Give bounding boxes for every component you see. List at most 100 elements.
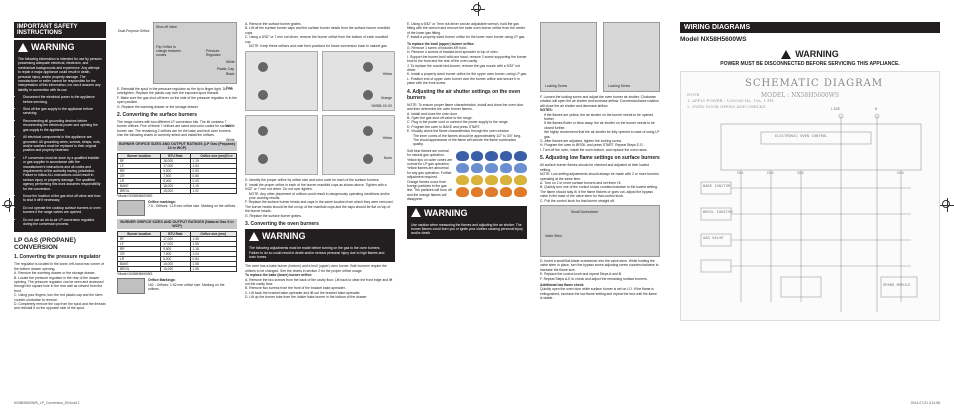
steps-e-g: E. Reinstall the spud in the pressure re… [117,87,237,109]
subsection-2-body: The range comes with two different LP co… [117,120,232,138]
warning-bullet: Shut off the gas supply to the appliance… [23,107,102,116]
body-line: F. Replace the surface burner heads and … [245,200,394,214]
note-line: NOTE: Any other placement of orifices co… [249,191,390,201]
body-line: G. Replace the surface burner grates. [245,213,302,218]
subsection-1-body: The regulator is located in the lower, l… [14,262,106,310]
callout-label: Shut-off Valve [156,25,177,29]
orifice-markings-desc: 162 - Orifices: 1.62 mm orifice size. Ma… [147,282,225,292]
subsection-5-title: 5. Adjusting low flame settings on surfa… [540,155,660,162]
burner-icon [258,90,268,101]
schematic-label: CN4 [897,172,904,176]
body-line: C. Using a 9/32" or 7 mm nut driver, rem… [245,35,388,44]
body-line: G. After flames are adjusted, tighten th… [540,139,622,144]
orifice-image [117,200,145,217]
body-line: F. Repeat Steps A-E to check and adjust … [540,276,648,281]
footer-timestamp: 2014-07-01 3:11:58 [910,401,940,405]
flame-icon [470,162,484,173]
orifice-markings-title: Orifice Markings: [147,278,176,283]
column-oven-burners: E. Using a 9/32" or 7mm nut driver and a… [407,22,527,239]
flame-row [456,162,527,173]
warning-bullet: Disconnect the electrical power to the a… [23,95,102,104]
body-line: L. Position end of upper oven burner ove… [407,76,520,86]
callout-label: White [226,60,235,65]
schematic-label: SPARK MODULE [883,284,911,288]
orifice-markings-text: Orifice markings: 7.5 - Orifices: 1.19 m… [148,200,236,216]
orifice-markings-desc: 7.5 - Orifices: 1.19 mm orifice size. Ma… [148,204,237,209]
burner-photo-right: Locking Screw [603,22,660,92]
steps-d-g: D. Identify the proper orifice by orific… [245,178,395,218]
callout-label: Flip Orifice to change between modes [156,45,181,57]
flame-icon [485,162,498,173]
note-line: If the flames are yellow, the air shutte… [544,112,654,122]
warning-bullet: LP conversion must be done by a qualifie… [23,156,102,191]
cooktop-photo-right-2: Yellow None [322,115,395,176]
flame-icon [456,162,469,173]
schematic-note: 1. APPLY POWER : 120V/60 Hz, 15A, 1 PH [687,98,774,103]
broil-subtitle: To replace the broil (upper) burner orif… [407,41,475,46]
flame-icon [499,150,513,161]
callout-label: None [383,156,392,161]
schematic-note: NOTE [687,92,700,97]
body-line: H. Program the oven to BROIL and press S… [540,143,644,148]
table-cell: BROIL [116,187,162,194]
model-number: Model NX58H5600WS [680,36,747,43]
flame-icon [470,174,484,185]
wiring-warning: WARNING [680,49,940,59]
additional-check-body: Quickly open the oven door while surface… [540,287,657,301]
flame-icon [456,150,469,161]
burner-photo-left: Locking Screw [540,22,597,92]
column-orifices: Dual-Purpose Orifice Shut-off Valve Flip… [116,22,238,295]
body-line: E. Replace the control knob and repeat S… [540,272,622,277]
subsection-4-title: 4. Adjusting the air shutter settings on… [407,88,521,101]
flame-note: Orange flames occur from foreign particl… [407,179,452,202]
notes-list: If the flames are yellow, the air shutte… [540,113,660,139]
flame-icon [499,186,513,197]
schematic-model: MODEL : NX58H5600WS [761,92,840,99]
column-wiring: WIRING DIAGRAMS Model NX58H5600WS WARNIN… [680,22,940,321]
body-line: F. Make sure the gas shut-off lever on t… [117,95,237,105]
warning-box: The following adjustments must be made b… [245,243,395,263]
flame-icon [485,186,498,197]
warning-label: WARNING [31,42,75,52]
orifice-markings-text: Orifice Markings: 162 - Orifices: 1.62 m… [148,278,237,294]
flame-images [456,149,527,202]
orifice-markings-title: Orifice markings: [148,200,176,205]
schematic-diagram: SCHEMATIC DIAGRAM MODEL : NX58H5600WS NO… [680,71,940,321]
registration-mark-right [940,198,954,212]
additional-check-title: Additional low flame check [540,282,584,287]
warning-banner: WARNING [407,205,527,220]
burner-icon [363,62,373,73]
oven-burner-text: The oven has a bake burner (bottom) and … [245,264,395,299]
flame-icon [514,174,527,185]
body-line: I. Turn off the oven, install the oven b… [540,147,648,152]
body-line: To replace the bake (lower) burner orifi… [245,273,313,278]
table-cell: 1.58 [189,266,238,273]
body-line: D. Completely remove the cap from the sp… [14,302,106,311]
body-line: B. Remove two screws from the front of t… [245,286,346,291]
wiring-warning-sub: POWER MUST BE DISCONNECTED BEFORE SERVIC… [720,61,900,67]
body-line: The oven has a bake burner (bottom) and … [245,264,387,273]
steps-g-i: G. After flames are adjusted, tighten th… [540,139,660,152]
steps-4: A. Install and close the oven door. B. O… [407,112,527,147]
body-line: B. Open the gas shut-off valve to the ra… [407,115,473,120]
body-line: A. Remove the surface burner grates. [245,22,302,26]
table-cell: 15,000 [160,187,191,194]
column-surface-burners: A. Remove the surface burner grates. B. … [226,22,395,300]
flame-icon [514,162,527,173]
flame-icon [499,162,513,173]
flame-icon [456,186,469,197]
body-line: A. Remove the warming drawer or the stor… [14,271,96,276]
body-line: B. Quickly turn one of the control knobs… [540,185,658,199]
body-line: G. Remove 1 screw of bracket-KR hold. [407,46,467,51]
steps-a-c: A. Remove the surface burner grates. B. … [245,22,395,48]
warning-paragraph: The following information is intended fo… [18,57,102,92]
print-footer: NX58H5600WS_LP_Conversion_EN.indd 1 2014… [14,401,940,405]
flame-notes: Soft blue flames are normal for natural … [407,149,453,202]
burner-icon [363,154,373,165]
bullet-line: The inner cones of the flames should be … [413,133,522,138]
warning-triangle-icon [781,49,792,59]
burner-icon [258,154,268,165]
